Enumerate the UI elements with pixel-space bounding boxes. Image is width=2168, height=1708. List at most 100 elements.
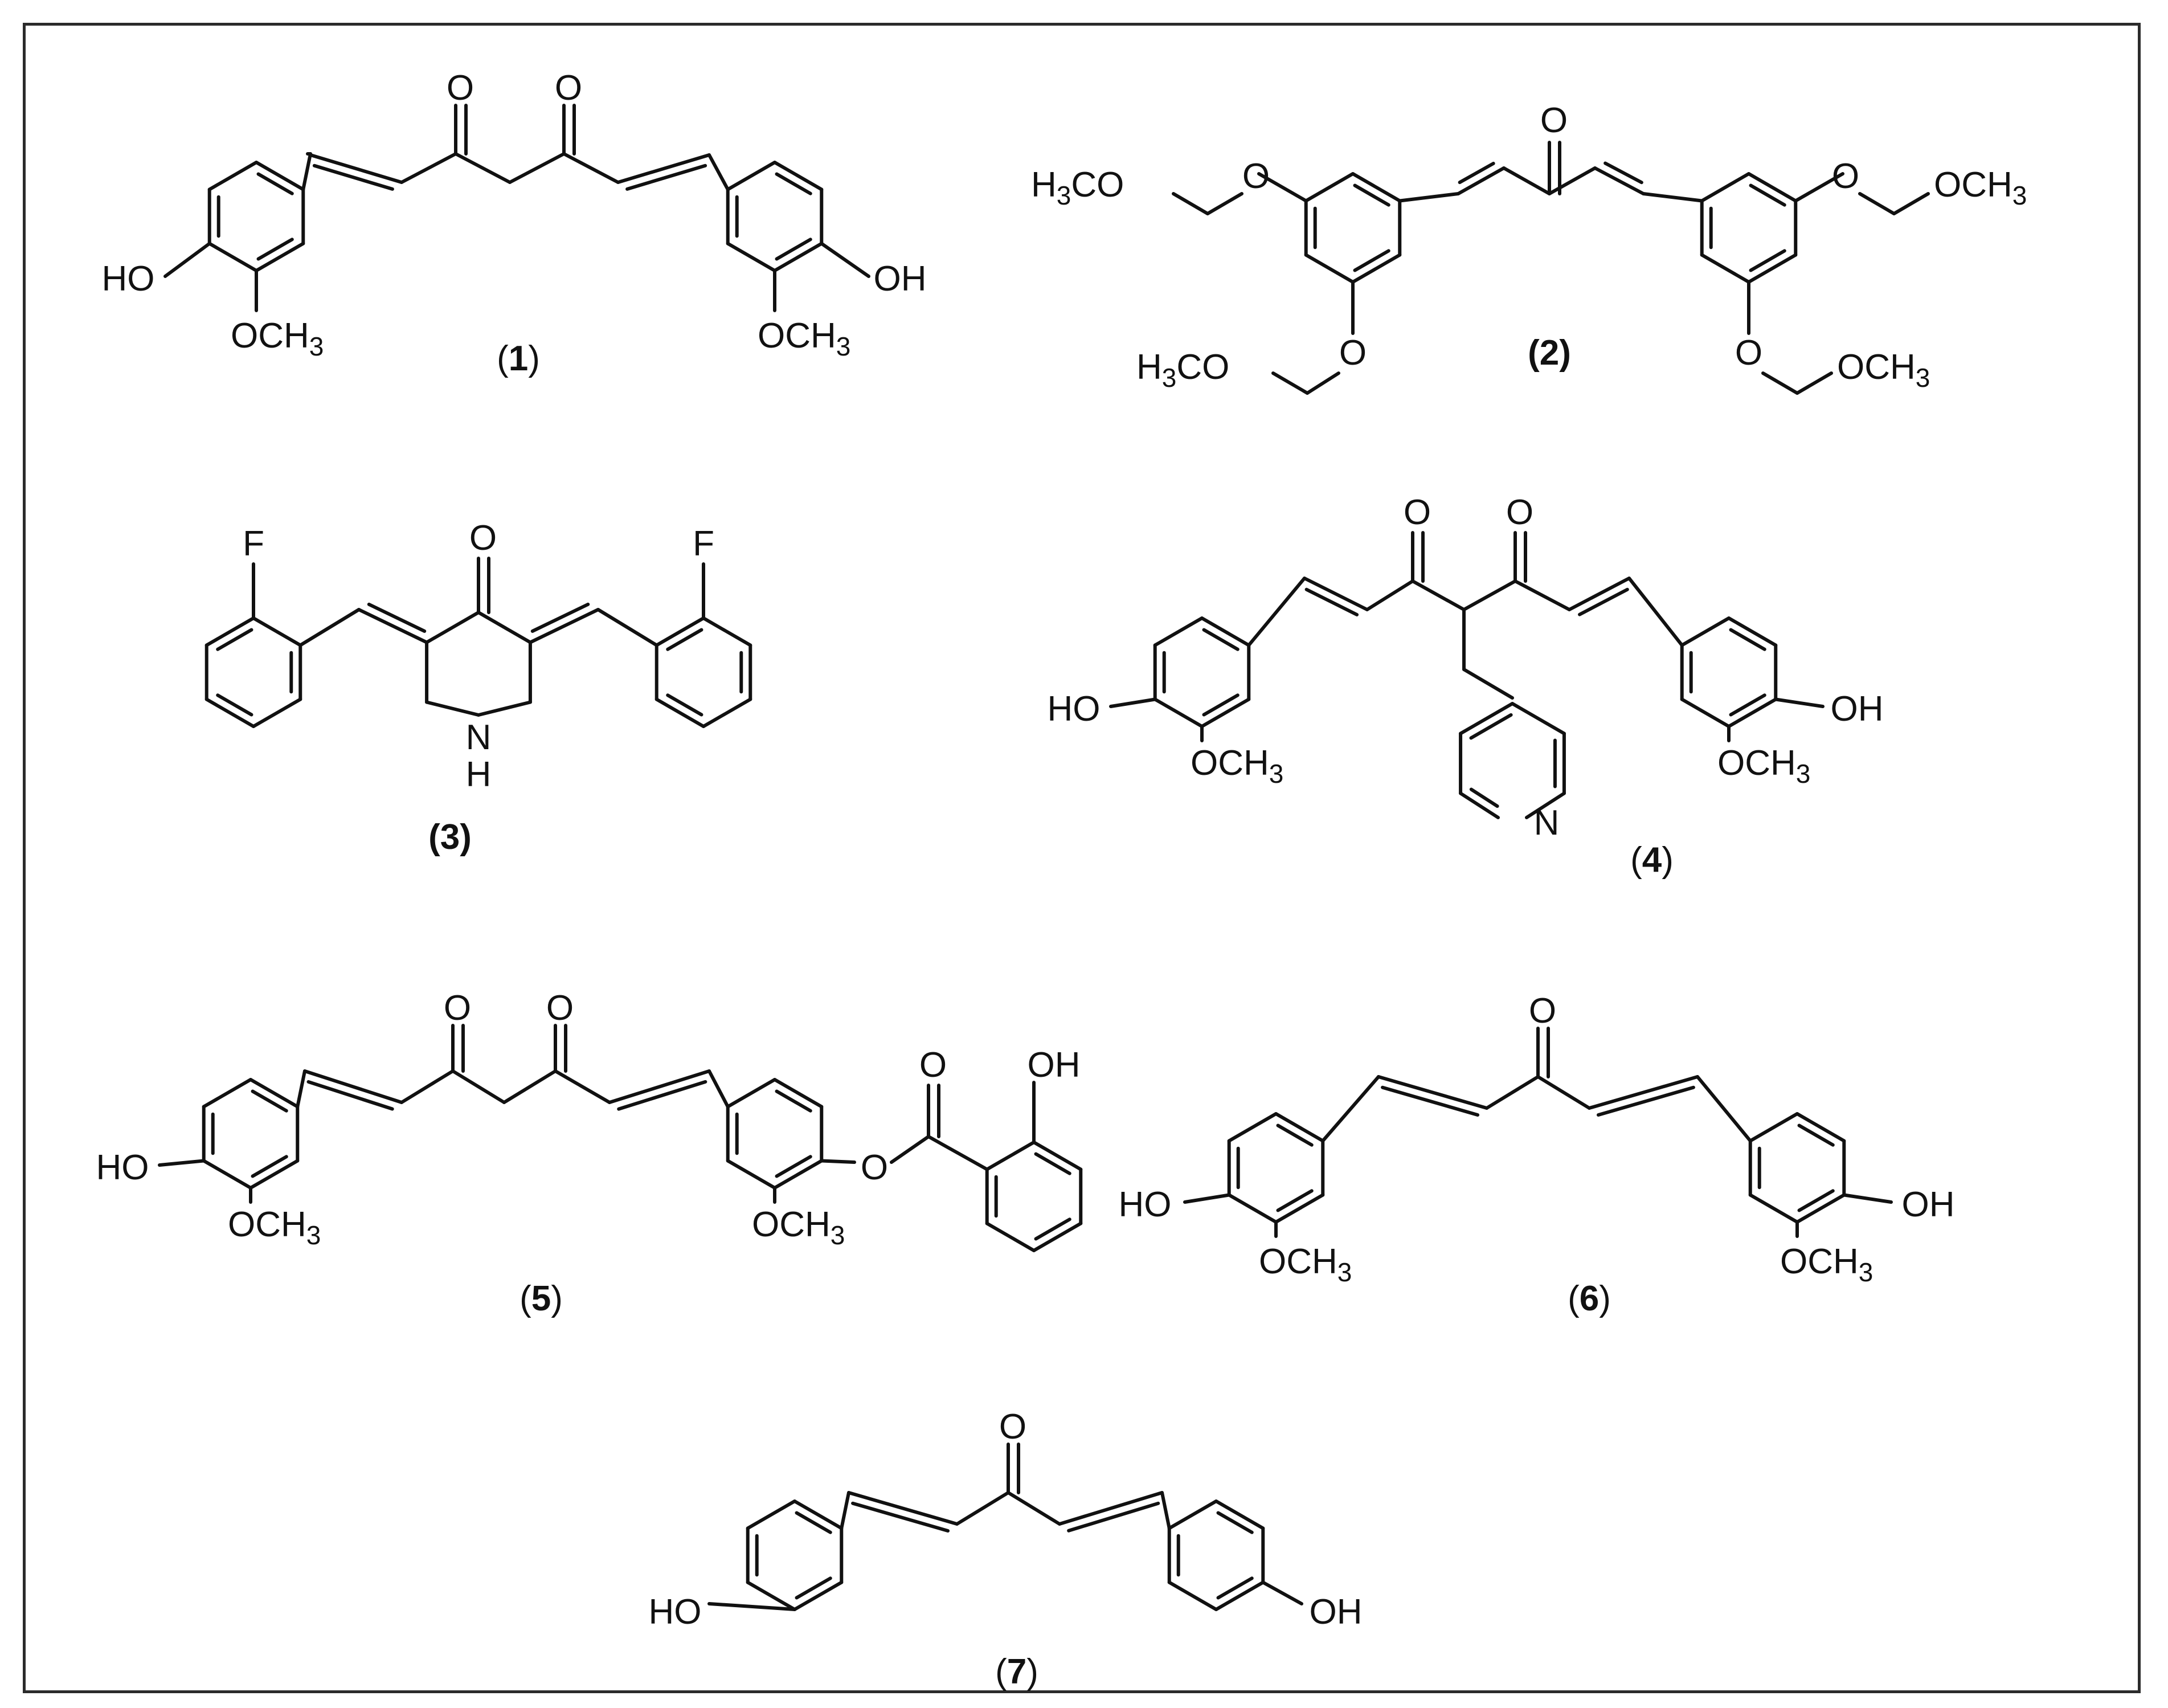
c7-vinyl-right xyxy=(1058,1491,1164,1526)
ring-2b-bond xyxy=(1747,253,1798,284)
c7-bond xyxy=(1160,1491,1171,1530)
ring-6a-bond xyxy=(1227,1193,1278,1224)
c2-bond xyxy=(1306,371,1340,395)
hydroxyl-7b: OH xyxy=(1310,1592,1363,1632)
methoxy-4a: OCH3 xyxy=(1191,743,1283,788)
ring-6b-bond xyxy=(1748,1193,1799,1224)
ring-6b-bond xyxy=(1795,1112,1846,1143)
c6-vinyl-right-inner xyxy=(1596,1085,1695,1117)
ring-5b-inner-bond xyxy=(775,1089,812,1113)
c1-bond xyxy=(301,152,312,191)
hydroxyl-7a: HO xyxy=(649,1592,702,1632)
c2-bond xyxy=(1642,192,1704,203)
ring-7b-bond xyxy=(1214,1580,1265,1611)
pyridine-bond xyxy=(1525,791,1566,819)
c5-bond xyxy=(927,1135,989,1171)
ring-2b-bond xyxy=(1700,253,1750,284)
c2-vinyl-left-inner xyxy=(1458,161,1495,185)
ring-1a-bond xyxy=(255,161,305,191)
ring-2b-bond xyxy=(1700,172,1750,203)
ring-5c-bond xyxy=(985,1221,1036,1252)
ring-7a-bond xyxy=(793,1580,844,1611)
c7-bond xyxy=(955,1491,1010,1526)
compound-label-7: (7) xyxy=(995,1652,1038,1691)
c4-bond xyxy=(1513,579,1571,611)
c2-vinyl-right xyxy=(1593,166,1645,195)
c4-bond xyxy=(1411,579,1466,611)
c6-bond xyxy=(1485,1075,1540,1110)
carbonyl-o-3: O xyxy=(469,518,497,558)
ring-1b-inner-bond xyxy=(775,172,812,195)
c5-bond xyxy=(554,1069,611,1104)
c3-exo-right-inner xyxy=(530,602,590,633)
compound-label-2: (2) xyxy=(1528,333,1571,373)
ring-5a-inner-bond xyxy=(251,1155,288,1178)
c4-vinyl-right xyxy=(1568,577,1631,611)
c3-exo-left-inner xyxy=(367,602,427,633)
c5-bond xyxy=(451,1069,506,1104)
hydroxyl-1a: HO xyxy=(102,259,155,299)
ring-5a-bond xyxy=(202,1078,252,1109)
c5-bond xyxy=(820,1159,856,1164)
c2-bond xyxy=(1502,166,1551,195)
c6-bond xyxy=(1536,1075,1591,1110)
ring-4b-inner-bond xyxy=(1729,693,1766,717)
ring-5a-inner-bond xyxy=(251,1089,288,1113)
amine-n-3: N xyxy=(466,718,492,757)
ring-1a-inner-bond xyxy=(256,238,294,261)
compound-label-1: (1) xyxy=(497,339,540,378)
ring-5b-bond xyxy=(726,1159,776,1190)
ring-2a-inner-bond xyxy=(1353,183,1390,207)
c3-bond xyxy=(425,700,480,717)
ring-1a-bond xyxy=(207,242,258,272)
carbonyl-o-1a: O xyxy=(447,68,474,108)
ring-1b-bond xyxy=(773,242,824,272)
carbonyl-o-4b: O xyxy=(1506,493,1533,532)
c5-vinyl-right-inner xyxy=(617,1080,707,1111)
figure-frame xyxy=(23,23,2141,1693)
carbonyl-o-4a: O xyxy=(1404,493,1431,532)
ring-6a-bond xyxy=(1274,1112,1325,1143)
ring-5c-inner-bond xyxy=(1034,1217,1071,1241)
ring-6a-inner-bond xyxy=(1276,1123,1314,1147)
ring-7b-inner-bond xyxy=(1216,1511,1254,1534)
c7-bond xyxy=(840,1491,850,1530)
ring-2a-bond xyxy=(1304,172,1355,203)
ring-4a-bond xyxy=(1153,697,1204,728)
ring-5c-bond xyxy=(1032,1141,1083,1171)
c6-bond xyxy=(1183,1193,1231,1204)
ring-1b-inner-bond xyxy=(775,238,812,261)
ring-3b-bond xyxy=(655,697,705,728)
compound-label-4: (4) xyxy=(1630,840,1674,880)
ring-1a-bond xyxy=(207,161,258,191)
c4-bond xyxy=(1462,668,1514,700)
carbonyl-o-1b: O xyxy=(555,68,582,108)
ring-2a-inner-bond xyxy=(1353,249,1390,272)
c5-vinyl-right xyxy=(608,1069,711,1104)
c1-bond xyxy=(163,242,211,278)
ring-3a-bond xyxy=(204,616,255,647)
ring-3a-bond xyxy=(252,697,302,728)
ring-4b-bond xyxy=(1727,697,1778,728)
c1-bond xyxy=(400,152,457,184)
ring-6b-inner-bond xyxy=(1797,1189,1835,1212)
hydroxyl-5a: HO xyxy=(96,1148,149,1187)
hydroxyl-4b: OH xyxy=(1831,689,1884,729)
c7-bond xyxy=(1261,1580,1303,1605)
ring-1a-bond xyxy=(255,242,305,272)
ring-6a-bond xyxy=(1227,1112,1278,1143)
c4-vinyl-left xyxy=(1303,577,1369,611)
c7-vinyl-left-inner xyxy=(851,1501,950,1533)
ester-o-5: O xyxy=(861,1148,888,1187)
c2-vinyl-left xyxy=(1457,166,1506,195)
c4-vinyl-right-inner xyxy=(1578,587,1629,616)
c6-vinyl-left-inner xyxy=(1381,1085,1480,1117)
c4-bond xyxy=(1774,697,1825,708)
ether-o-2d: O xyxy=(1735,333,1762,373)
compound-label-6: (6) xyxy=(1568,1279,1611,1318)
c2-vinyl-right-inner xyxy=(1603,161,1643,185)
ring-5a-bond xyxy=(249,1159,300,1190)
c1-ch2-left xyxy=(454,152,512,184)
ring-1b-bond xyxy=(726,161,776,191)
